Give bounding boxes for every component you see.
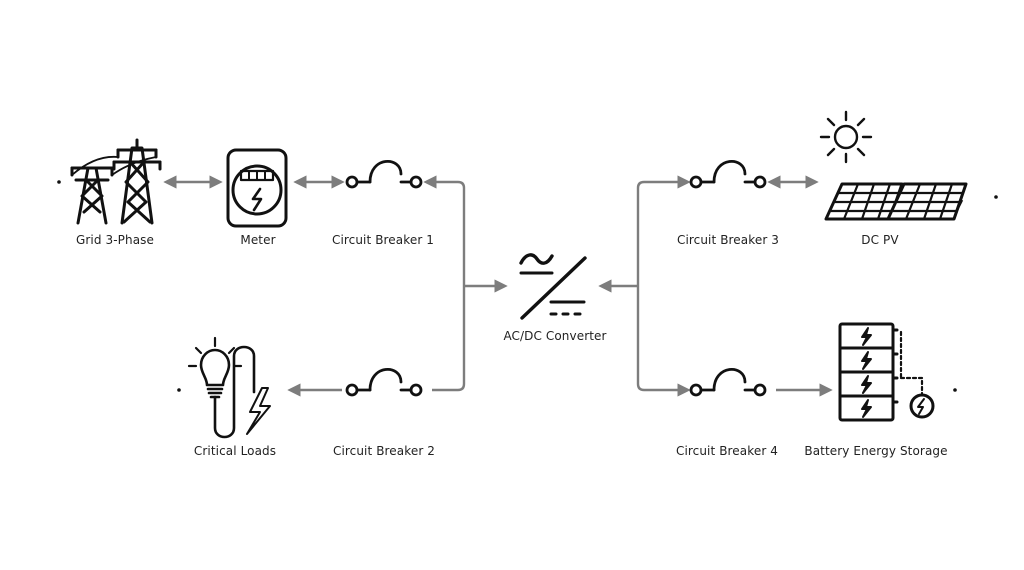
- edge-dot: [953, 388, 957, 392]
- circuit-breaker-4-icon: [689, 367, 767, 397]
- edge-dot: [994, 195, 998, 199]
- edge-dot: [177, 388, 181, 392]
- circuit-breaker-2-label: Circuit Breaker 2: [332, 444, 436, 458]
- electric-meter-icon: [226, 148, 288, 228]
- ac-dc-converter-icon: [519, 253, 587, 320]
- circuit-breaker-1-icon: [345, 159, 423, 189]
- solar-panel-icon: [824, 182, 968, 221]
- circuit-breaker-3-label: Circuit Breaker 3: [676, 233, 780, 247]
- grid-label: Grid 3-Phase: [76, 233, 154, 247]
- wire-cb1-bus: [423, 175, 466, 286]
- circuit-breaker-1-label: Circuit Breaker 1: [331, 233, 435, 247]
- wire-bus-cb2: [432, 286, 466, 392]
- wire-rbus-cb3: [636, 175, 691, 286]
- edge-dots: [57, 180, 998, 392]
- converter-label: AC/DC Converter: [503, 329, 607, 343]
- pv-label: DC PV: [861, 233, 899, 247]
- meter-label: Meter: [240, 233, 276, 247]
- circuit-breaker-4-label: Circuit Breaker 4: [675, 444, 779, 458]
- transmission-tower-icon: [70, 138, 162, 225]
- battery-label: Battery Energy Storage: [804, 444, 948, 458]
- circuit-breaker-3-icon: [689, 159, 767, 189]
- wires: [163, 175, 833, 397]
- lightbulb-lightning-icon: [187, 336, 271, 439]
- sun-icon: [819, 110, 873, 164]
- circuit-breaker-2-icon: [345, 367, 423, 397]
- edge-dot: [57, 180, 61, 184]
- wire-rbus-cb4: [636, 286, 691, 397]
- critical-loads-label: Critical Loads: [193, 444, 277, 458]
- battery-stack-icon: [838, 322, 935, 422]
